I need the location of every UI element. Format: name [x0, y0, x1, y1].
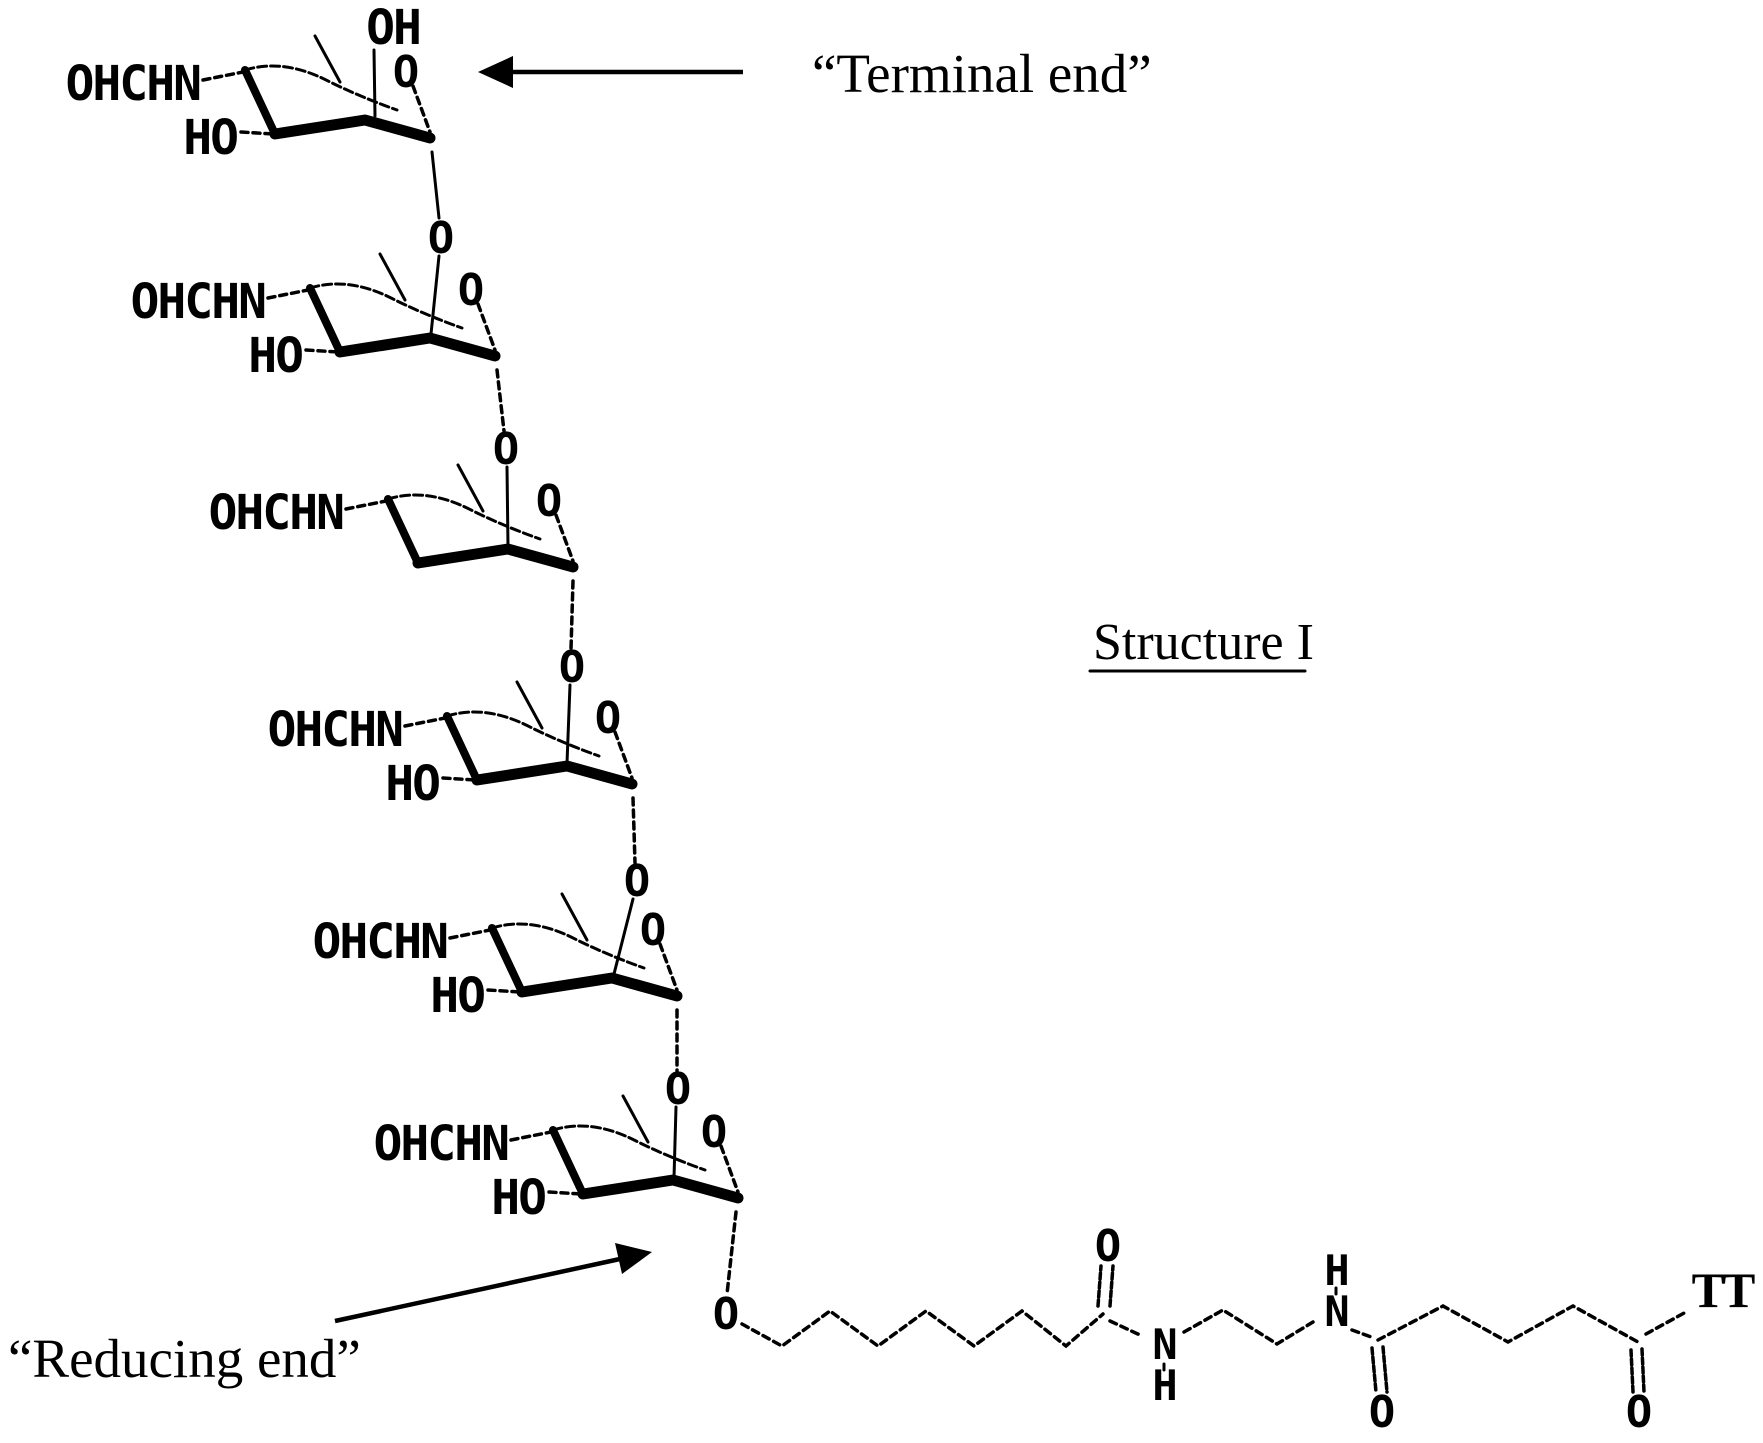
hydroxyl-bond — [547, 1190, 583, 1196]
hydroxyl-bond — [486, 988, 522, 994]
structure-title-group: Structure I — [1088, 614, 1314, 673]
sugar-unit-4: OHCHN HO O O — [268, 682, 651, 907]
glutaryl-chain-bonds — [1376, 1303, 1640, 1345]
hydroxyl-label: HO — [385, 756, 439, 812]
anomeric-linker-bond — [725, 1210, 738, 1296]
sugar-unit-3: OHCHN O O — [209, 465, 586, 693]
glycosidic-bond-in — [505, 465, 510, 549]
hydroxyl-label: HO — [248, 328, 302, 384]
amide2-nitrogen-label: N — [1324, 1287, 1347, 1336]
terminal-carbonyl-oxygen-label: O — [1626, 1387, 1651, 1438]
glycosidic-oxygen-label: O — [493, 424, 518, 475]
hydroxyl-label: HO — [183, 110, 237, 166]
carbonyl-double-bond — [1381, 1345, 1389, 1394]
nitrogen-carbonyl-bond — [1350, 1328, 1376, 1340]
hydroxyl-bond — [239, 130, 275, 136]
glycosidic-bond-down — [430, 150, 441, 220]
amine-ring-bond — [509, 1130, 553, 1142]
amine-label: OHCHN — [374, 1116, 509, 1172]
hydroxyl-label: HO — [430, 968, 484, 1024]
amide1-oxygen-label: O — [1095, 1221, 1120, 1272]
glycosidic-bond-down — [495, 368, 506, 433]
glycosidic-bond-in — [672, 1105, 678, 1180]
ring-oxygen-label: O — [458, 265, 483, 316]
glycosidic-oxygen-label: O — [428, 213, 453, 264]
hydroxyl-bond — [441, 776, 477, 782]
reducing-end-annotation: “Reducing end” — [8, 1243, 652, 1389]
oh-bond — [372, 48, 377, 118]
amine-ring-bond — [201, 70, 245, 82]
reducing-end-arrow — [334, 1256, 621, 1324]
carbonyl-double-bond — [1108, 1264, 1115, 1308]
terminal-end-arrowhead — [478, 56, 513, 88]
amide2-oxygen-label: O — [1369, 1387, 1394, 1438]
amide1-nitrogen-label: N — [1152, 1320, 1175, 1369]
glycosidic-bond-in — [612, 897, 635, 976]
amine-label: OHCHN — [209, 485, 344, 541]
carbonyl-double-bond — [1629, 1348, 1635, 1394]
sugar-unit-6: OHCHN HO O — [374, 1096, 739, 1296]
carbonyl-nitrogen-bond — [1108, 1319, 1142, 1337]
glycosidic-bond-in — [565, 683, 572, 765]
carbonyl-double-bond — [1096, 1264, 1103, 1308]
terminal-end-label: “Terminal end” — [812, 43, 1152, 104]
amide1-hydrogen-label: H — [1152, 1361, 1175, 1410]
ring-oxygen-label: O — [701, 1107, 726, 1158]
sugar-unit-5: OHCHN HO O O — [313, 894, 692, 1115]
hydroxyl-label: HO — [491, 1170, 545, 1226]
ring-oxygen-label: O — [640, 905, 665, 956]
structure-title: Structure I — [1093, 614, 1314, 671]
alkyl-chain-bonds — [740, 1308, 1105, 1349]
amine-label: OHCHN — [268, 702, 403, 758]
amine-ring-bond — [403, 716, 447, 728]
amine-label: OHCHN — [131, 274, 266, 330]
sugar-unit-2: OHCHN HO O O — [131, 254, 520, 475]
sugar-unit-1: OHCHN OH HO O O — [66, 0, 455, 264]
carbonyl-double-bond — [1370, 1346, 1378, 1394]
amine-label: OHCHN — [313, 914, 448, 970]
linker-chain: O O N H N H O O TT — [713, 1221, 1758, 1438]
hydroxyl-bond — [304, 348, 340, 354]
glycosidic-oxygen-label: O — [624, 856, 649, 907]
reducing-end-arrowhead — [615, 1243, 652, 1274]
glycosidic-bond-in — [429, 254, 441, 336]
glycosidic-oxygen-label: O — [559, 642, 584, 693]
reducing-end-label: “Reducing end” — [8, 1328, 361, 1389]
terminal-oh-label: OH — [366, 0, 420, 56]
ring-oxygen-label: O — [536, 476, 561, 527]
amine-label: OHCHN — [66, 56, 201, 112]
protein-carrier-label: TT — [1692, 1262, 1755, 1318]
ring-oxygen-label: O — [393, 47, 418, 98]
glycosidic-oxygen-label: O — [665, 1064, 690, 1115]
amine-ring-bond — [344, 499, 388, 511]
amine-ring-bond — [448, 928, 492, 940]
ether-oxygen-label: O — [713, 1289, 738, 1340]
ring-oxygen-label: O — [595, 693, 620, 744]
terminal-end-annotation: “Terminal end” — [478, 43, 1152, 104]
amide2-hydrogen-label: H — [1324, 1246, 1347, 1295]
glycosidic-bond-down — [631, 796, 637, 865]
amine-ring-bond — [266, 288, 310, 300]
carbonyl-tt-bond — [1644, 1310, 1688, 1336]
ethylene-bridge-bonds — [1182, 1307, 1315, 1347]
glycosidic-bond-down — [569, 579, 575, 651]
carbonyl-double-bond — [1640, 1347, 1646, 1394]
